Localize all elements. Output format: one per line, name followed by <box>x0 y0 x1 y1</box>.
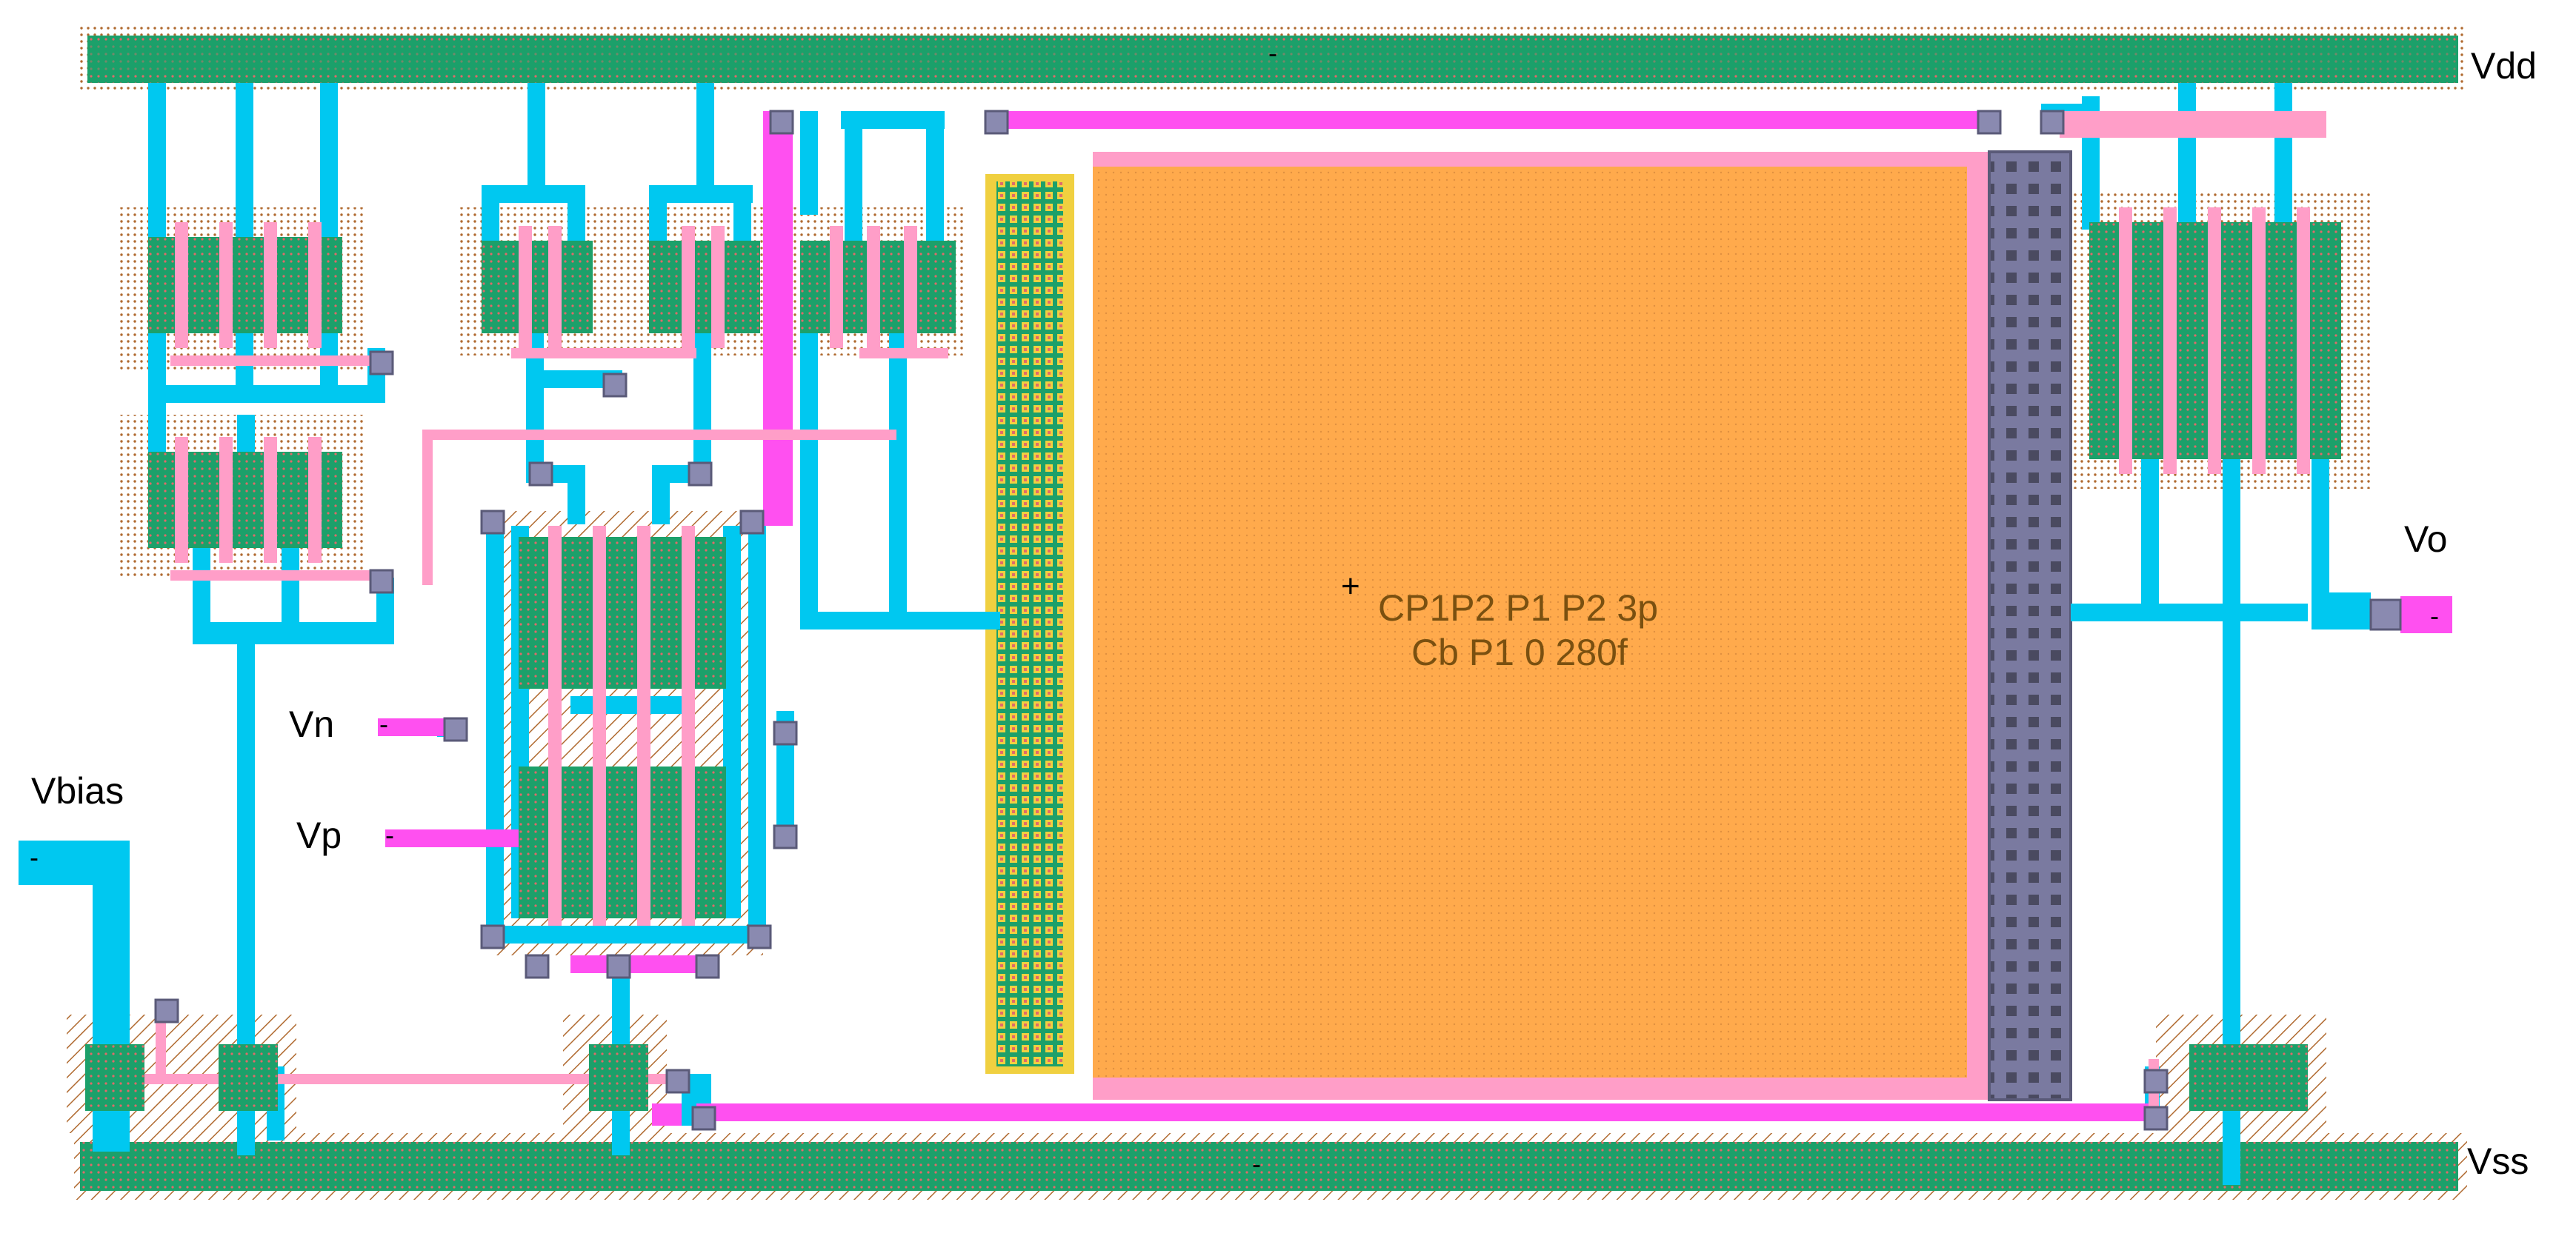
vo-pin-marker: - <box>2430 601 2439 631</box>
vp-label: Vp <box>296 815 342 856</box>
vo-label: Vo <box>2404 518 2447 560</box>
pmos-mirror-1 <box>148 222 342 348</box>
capacitor-label-line1: CP1P2 P1 P2 3p <box>1378 587 1658 629</box>
capacitor-cp1p2 <box>985 150 2072 1101</box>
metal1-wiring <box>19 83 2371 1185</box>
vias <box>154 110 2402 1131</box>
capacitor-labels: + CP1P2 P1 P2 3p Cb P1 0 280f <box>1341 568 1658 673</box>
pmos-load-3 <box>800 226 956 348</box>
vn-pin-marker: - <box>379 709 388 739</box>
vss-pin-marker: - <box>1252 1149 1261 1179</box>
nmos-bottom <box>85 1044 2308 1111</box>
vdd-rail <box>80 27 2467 92</box>
pmos-pair-left <box>482 226 593 348</box>
metal2-wiring <box>378 111 2452 1126</box>
pin-markers: - - - - - - <box>30 38 2439 1179</box>
pmos-output <box>2089 207 2341 474</box>
pmos-pair-right <box>649 226 760 348</box>
vss-label: Vss <box>2467 1141 2529 1182</box>
vdd-pin-marker: - <box>1268 38 1277 68</box>
pin-labels: Vdd Vss Vo Vn Vp Vbias <box>31 45 2537 1182</box>
pmos-mirror-2 <box>148 437 342 563</box>
input-diff-pair <box>519 526 726 926</box>
vbias-pin-marker: - <box>30 842 39 872</box>
vss-rail <box>74 1133 2467 1200</box>
capacitor-label-line2: Cb P1 0 280f <box>1411 632 1628 673</box>
vdd-label: Vdd <box>2471 45 2537 87</box>
capacitor-marker: + <box>1341 568 1360 604</box>
vp-pin-marker: - <box>385 820 394 850</box>
vn-label: Vn <box>289 704 334 745</box>
vbias-label: Vbias <box>31 770 124 812</box>
